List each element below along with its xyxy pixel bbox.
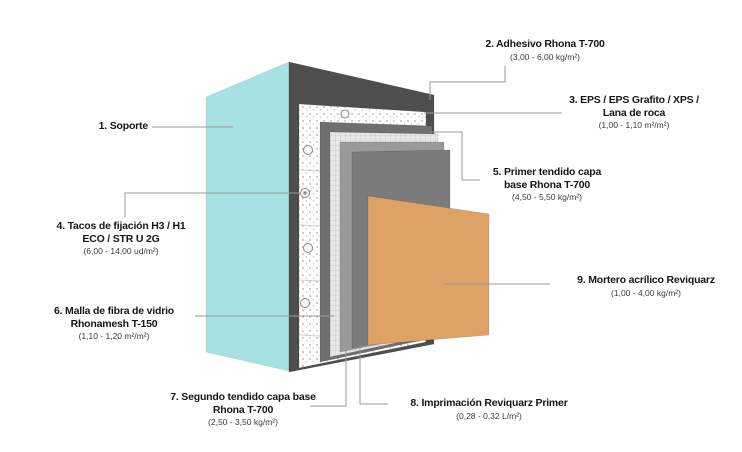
eps-board-joints — [298, 169, 321, 337]
label-adhesivo-qty: (3,00 - 6,00 kg/m²) — [510, 51, 580, 62]
label-eps: 3. EPS / EPS Grafito / XPS / Lana de roc… — [565, 94, 703, 130]
layer-acrylic-mortar — [367, 195, 490, 346]
label-soporte-title: 1. Soporte — [98, 120, 149, 132]
label-mortero-qty: (1,00 - 4,00 kg/m²) — [611, 287, 681, 298]
label-soporte: 1. Soporte — [58, 120, 149, 134]
label-adhesivo: 2. Adhesivo Rhona T-700 (3,00 - 6,00 kg/… — [455, 38, 635, 62]
fixing-dowels — [300, 109, 350, 308]
fixing-dowel-icon — [303, 243, 313, 253]
fixing-dowel-icon — [300, 298, 310, 308]
leader-line-primer-tendido — [430, 131, 480, 181]
label-imprimacion-title: 8. Imprimación Reviquarz Primer — [410, 397, 568, 409]
label-tacos: 4. Tacos de fijación H3 / H1 ECO / STR U… — [46, 220, 196, 256]
label-malla-qty: (1,10 - 1,20 m²/m²) — [78, 331, 150, 341]
label-eps-qty: (1,00 - 1,10 m²/m²) — [598, 120, 670, 130]
leader-line-adhesivo — [429, 66, 506, 100]
label-eps-title: 3. EPS / EPS Grafito / XPS / Lana de roc… — [569, 94, 699, 119]
fixing-dowel-icon — [303, 191, 307, 195]
label-tacos-qty: (6,00 - 14,00 ud/m²) — [83, 246, 159, 256]
label-primer-tendido-title: 5. Primer tendido capa base Rhona T-700 — [492, 166, 602, 191]
leader-line-tacos — [124, 192, 301, 217]
leader-line-imprimacion — [359, 346, 388, 405]
label-malla-title: 6. Malla de fibra de vidrio Rhonamesh T-… — [53, 305, 175, 330]
label-primer-tendido: 5. Primer tendido capa base Rhona T-700 … — [482, 166, 612, 202]
label-malla: 6. Malla de fibra de vidrio Rhonamesh T-… — [38, 305, 190, 341]
label-segundo-tendido: 7. Segundo tendido capa base Rhona T-700… — [168, 391, 318, 427]
leader-lines — [124, 66, 562, 407]
label-segundo-tendido-title: 7. Segundo tendido capa base Rhona T-700 — [170, 391, 316, 416]
leader-line-segundo-tendido — [310, 349, 347, 407]
label-imprimacion-qty: (0,28 - 0,32 L/m²) — [456, 410, 522, 421]
label-segundo-tendido-qty: (2,50 - 3,50 kg/m²) — [208, 417, 278, 427]
label-imprimacion: 8. Imprimación Reviquarz Primer (0,28 - … — [384, 397, 594, 421]
label-mortero: 9. Mortero acrílico Reviquarz (1,00 - 4,… — [556, 274, 736, 298]
label-mortero-title: 9. Mortero acrílico Reviquarz — [577, 274, 715, 286]
label-primer-tendido-qty: (4,50 - 5,50 kg/m²) — [512, 192, 582, 202]
layer-soporte — [205, 61, 290, 372]
fixing-dowel-icon — [303, 145, 313, 155]
label-adhesivo-title: 2. Adhesivo Rhona T-700 — [485, 38, 605, 50]
fixing-dowel-icon — [340, 109, 350, 119]
label-tacos-title: 4. Tacos de fijación H3 / H1 ECO / STR U… — [56, 220, 186, 245]
